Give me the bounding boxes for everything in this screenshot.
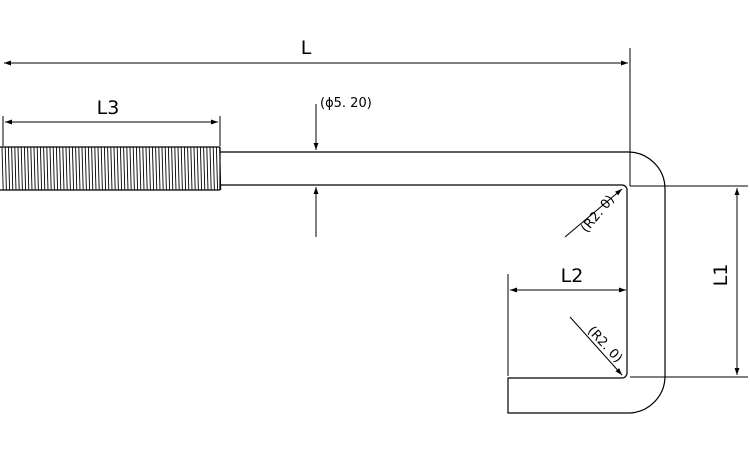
thread-line xyxy=(135,146,139,191)
thread-line xyxy=(123,146,126,191)
thread-line xyxy=(78,146,81,191)
thread-line xyxy=(107,146,110,191)
thread-line xyxy=(167,146,171,191)
thread-line xyxy=(1,146,4,191)
thread-line xyxy=(110,146,113,191)
radius-callout-lower: (R2. 0) xyxy=(569,316,625,376)
j-hook-outline xyxy=(220,151,666,414)
thread-line xyxy=(180,146,183,191)
radius-leader-lower xyxy=(569,316,623,376)
thread-line xyxy=(126,146,129,191)
thread-line xyxy=(49,146,52,191)
dimension-l: L xyxy=(4,37,631,186)
thread-line xyxy=(81,146,84,191)
thread-line xyxy=(43,146,46,191)
thread-line xyxy=(97,146,100,191)
thread-line xyxy=(17,146,20,191)
thread-line xyxy=(52,146,55,191)
thread-line xyxy=(91,146,94,191)
thread-line xyxy=(132,146,135,191)
thread-line xyxy=(145,146,148,191)
thread-line xyxy=(129,146,132,191)
thread-line xyxy=(55,146,59,191)
thread-line xyxy=(158,146,161,191)
radius-callout-upper: (R2. 0) xyxy=(564,188,623,238)
label-radius-upper: (R2. 0) xyxy=(578,193,618,236)
label-l2: L2 xyxy=(561,265,584,287)
label-diameter: (ϕ5. 20) xyxy=(320,96,372,111)
thread-line xyxy=(7,146,11,191)
thread-line xyxy=(174,146,177,191)
thread-line xyxy=(161,146,164,191)
thread-line xyxy=(94,146,97,191)
thread-line xyxy=(219,146,222,191)
thread-line xyxy=(119,146,123,191)
radius-leader-upper xyxy=(564,188,623,238)
thread-line xyxy=(65,146,68,191)
thread-line xyxy=(103,146,107,191)
thread-line xyxy=(75,146,78,191)
thread-line xyxy=(139,146,142,191)
thread-line xyxy=(203,146,206,191)
thread-line xyxy=(20,146,23,191)
thread-line xyxy=(23,146,27,191)
label-radius-lower: (R2. 0) xyxy=(584,324,625,366)
thread-line xyxy=(148,146,151,191)
thread-line xyxy=(87,146,91,191)
thread-line xyxy=(59,146,62,191)
threaded-section xyxy=(0,146,222,191)
diameter-callout: (ϕ5. 20) xyxy=(313,96,372,237)
label-l3: L3 xyxy=(97,97,120,119)
thread-line xyxy=(171,146,174,191)
thread-line xyxy=(155,146,158,191)
thread-line xyxy=(14,146,17,191)
thread-line xyxy=(4,146,7,191)
label-l1: L1 xyxy=(710,264,732,287)
thread-line xyxy=(30,146,33,191)
thread-line xyxy=(151,146,155,191)
label-l: L xyxy=(301,37,312,59)
thread-line xyxy=(190,146,193,191)
thread-line xyxy=(209,146,212,191)
thread-line xyxy=(62,146,65,191)
dimension-l1: L1 xyxy=(630,185,748,378)
dimension-l3: L3 xyxy=(2,97,221,146)
thread-line xyxy=(215,146,219,191)
thread-line xyxy=(84,146,87,191)
thread-line xyxy=(113,146,116,191)
thread-line xyxy=(183,146,187,191)
thread-line xyxy=(68,146,71,191)
thread-line xyxy=(39,146,43,191)
thread-line xyxy=(33,146,36,191)
thread-line xyxy=(164,146,167,191)
thread-line xyxy=(46,146,49,191)
thread-line xyxy=(100,146,103,191)
thread-line xyxy=(212,146,215,191)
thread-line xyxy=(36,146,39,191)
thread-line xyxy=(142,146,145,191)
bolt-outline xyxy=(220,151,666,414)
thread-line xyxy=(193,146,196,191)
thread-line xyxy=(177,146,180,191)
thread-line xyxy=(116,146,119,191)
thread-line xyxy=(187,146,190,191)
thread-line xyxy=(196,146,199,191)
dimension-l2: L2 xyxy=(507,265,626,376)
thread-line xyxy=(199,146,203,191)
thread-line xyxy=(27,146,30,191)
thread-line xyxy=(71,146,75,191)
thread-line xyxy=(11,146,14,191)
thread-line xyxy=(206,146,209,191)
